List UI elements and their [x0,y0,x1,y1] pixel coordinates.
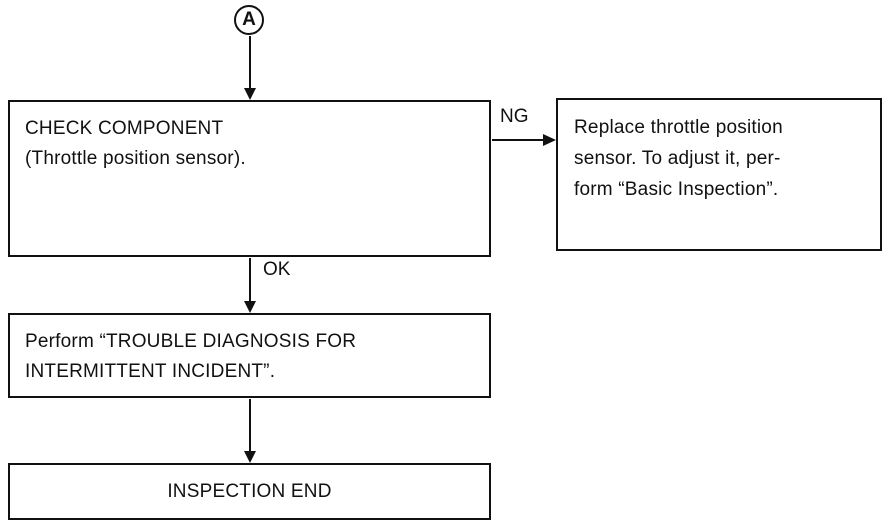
arrowhead-down [244,301,256,313]
check-component-box: CHECK COMPONENT (Throttle position senso… [8,100,491,257]
inspection-end-label: INSPECTION END [167,481,332,502]
check-component-text: CHECK COMPONENT (Throttle position senso… [25,114,489,174]
replace-sensor-box: Replace throttle position sensor. To adj… [556,98,882,251]
arrowhead-down [244,451,256,463]
replace-line-3: form “Basic Inspection”. [574,179,779,200]
replace-line-1: Replace throttle position [574,117,783,138]
perform-line-2: INTERMITTENT INCIDENT”. [25,361,276,382]
connector-a-symbol: A [234,5,264,35]
perform-diagnosis-text: Perform “TROUBLE DIAGNOSIS FOR INTERMITT… [25,327,489,387]
inspection-end-box: INSPECTION END [8,463,491,520]
check-component-detail: (Throttle position sensor). [25,148,246,169]
replace-sensor-text: Replace throttle position sensor. To adj… [574,112,880,205]
arrowhead-down [244,88,256,100]
ok-label: OK [263,259,291,280]
connector-label: A [242,9,256,30]
perform-line-1: Perform “TROUBLE DIAGNOSIS FOR [25,331,357,352]
check-component-title: CHECK COMPONENT [25,118,224,139]
ng-label: NG [500,106,529,127]
perform-diagnosis-box: Perform “TROUBLE DIAGNOSIS FOR INTERMITT… [8,313,491,398]
replace-line-2: sensor. To adjust it, per- [574,148,781,169]
arrowhead-right [543,134,556,146]
